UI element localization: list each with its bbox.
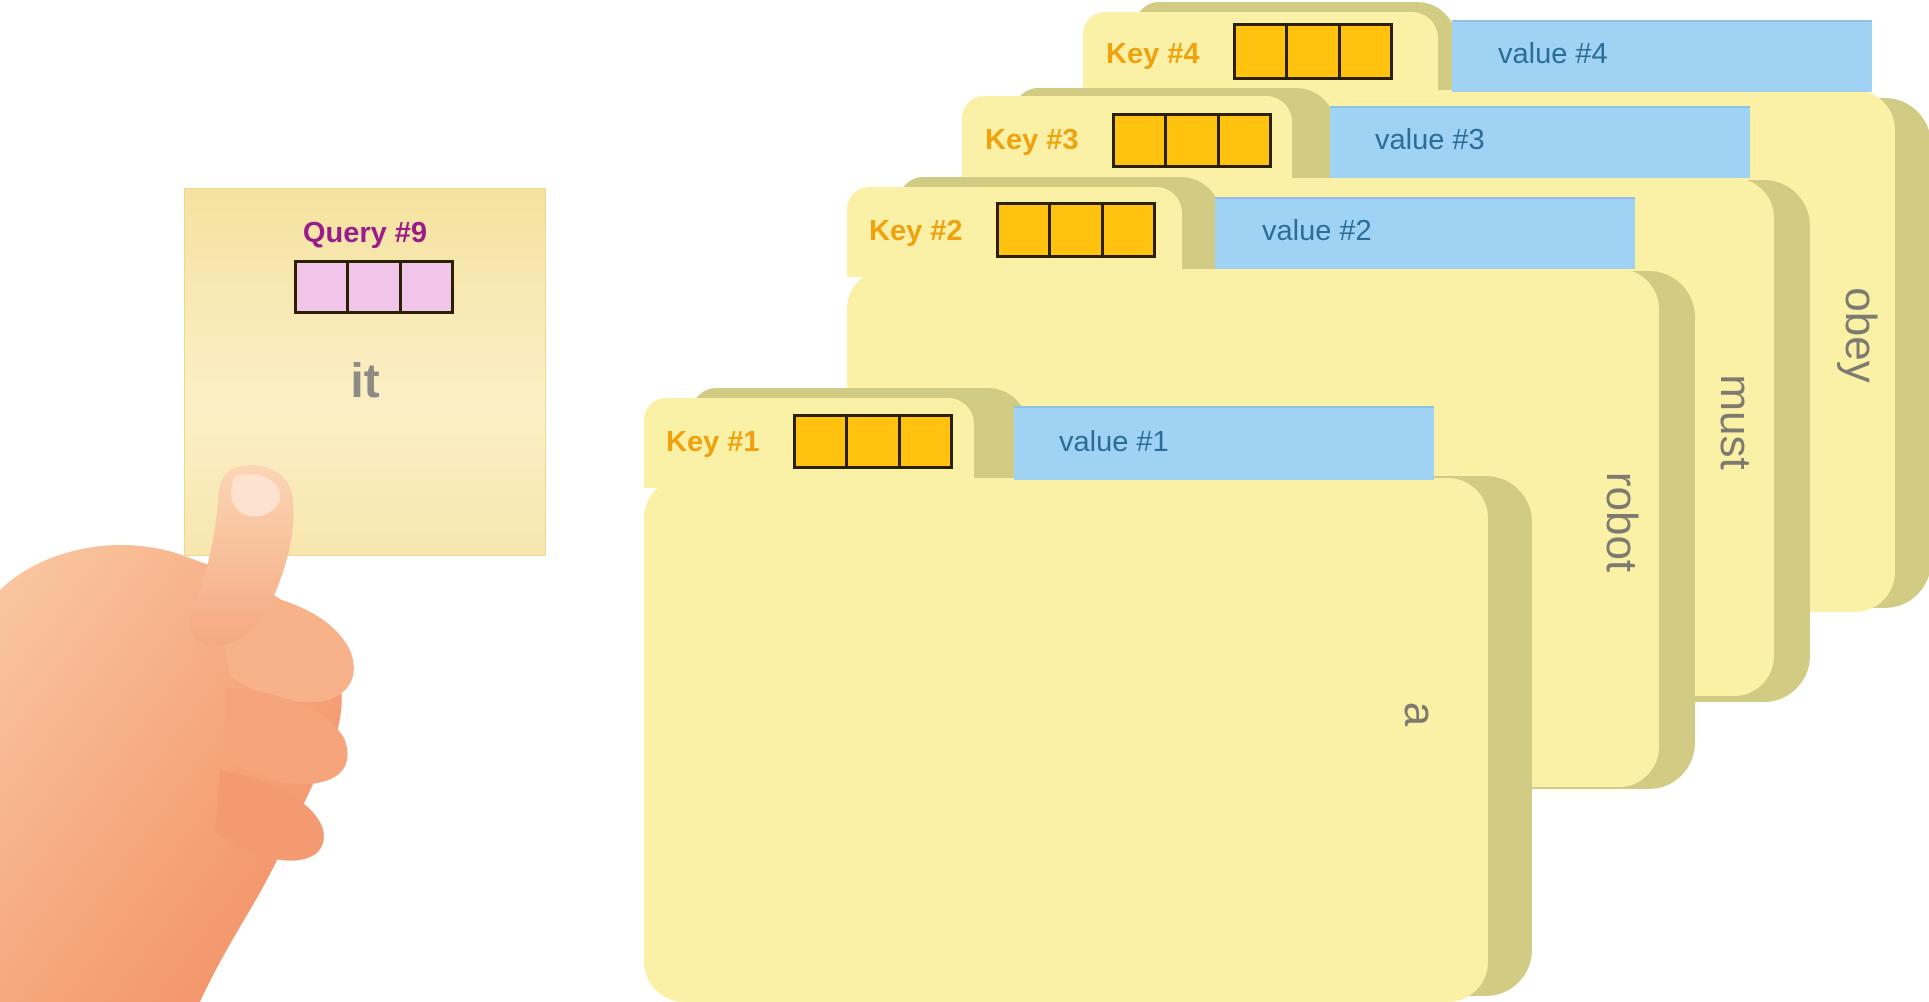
key-label-4: Key #4	[1106, 38, 1200, 70]
query-label: Query #9	[302, 217, 428, 249]
value-tab-2	[1215, 197, 1635, 269]
value-tab-1	[1014, 406, 1434, 480]
key-vector-4	[1233, 23, 1393, 80]
value-label-1: value #1	[1059, 426, 1169, 458]
key-vector-3	[1112, 113, 1272, 168]
word-robot: robot	[1597, 471, 1646, 573]
word-a: a	[1395, 701, 1444, 727]
value-label-3: value #3	[1375, 124, 1485, 156]
query-vector	[294, 260, 454, 314]
word-obey: obey	[1836, 287, 1885, 383]
hand-illustration	[0, 465, 354, 1002]
word-must: must	[1711, 374, 1760, 470]
key-label-1: Key #1	[666, 426, 760, 458]
query-word: it	[350, 355, 380, 408]
key-vector-2	[996, 202, 1156, 258]
value-label-4: value #4	[1498, 38, 1608, 70]
key-vector-1	[793, 414, 953, 469]
value-label-2: value #2	[1262, 215, 1372, 247]
key-label-2: Key #2	[869, 215, 963, 247]
value-tab-4	[1452, 20, 1872, 92]
value-tab-3	[1330, 106, 1750, 178]
key-label-3: Key #3	[985, 124, 1079, 156]
